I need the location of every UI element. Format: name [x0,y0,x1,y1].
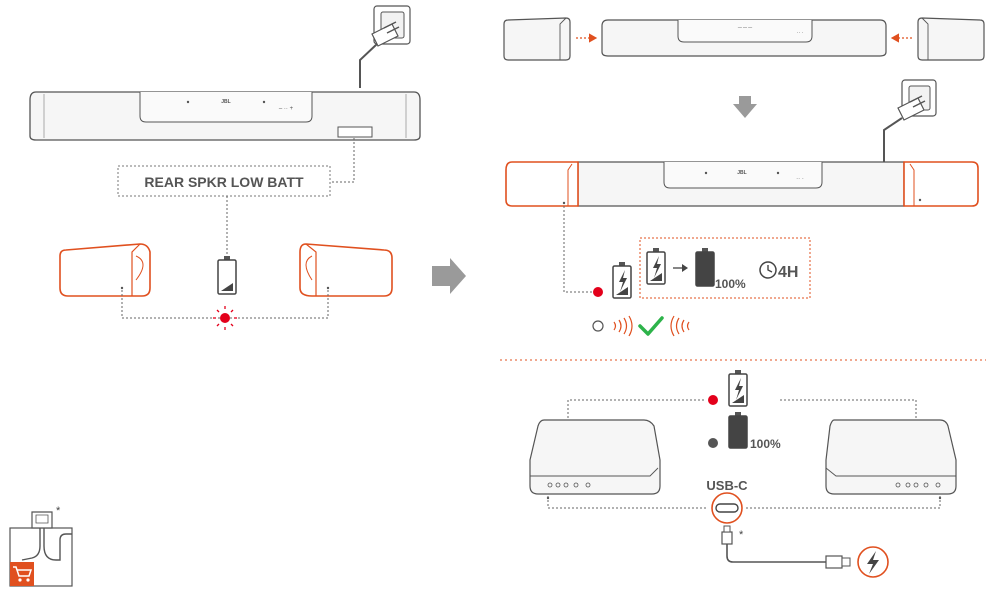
full-percent-bottom: 100% [750,437,781,451]
arrow-right-icon [673,264,688,272]
low-battery-icon [217,256,237,295]
led-off-icon [592,320,604,332]
down-arrow-icon [733,96,757,118]
full-battery-bottom-icon [728,412,748,449]
right-panel-bottom: 100% USB-C [529,370,957,578]
signal-waves-left-icon [613,315,633,337]
full-battery-icon [695,248,715,287]
soundbar-assembled: JBL ·· · [505,161,979,207]
usb-c-label: USB-C [706,478,748,493]
red-led-charging-icon [708,395,718,405]
gray-led-full-icon [708,438,718,448]
flashing-red-led-icon [213,306,237,330]
rear-speaker-left [59,243,151,297]
signal-waves-right-icon [670,315,690,337]
svg-text:·· ·: ·· · [796,176,804,182]
power-cable-right [883,117,903,162]
detached-speaker-left [503,17,571,61]
rear-speaker-right [299,243,393,297]
status-label-box: REAR SPKR LOW BATT [117,165,331,197]
rear-speaker-right-back [825,419,957,500]
svg-text:– ·· +: – ·· + [279,106,294,112]
power-source-icon [857,546,889,578]
soundbar-logo: JBL [221,99,230,105]
svg-text:·· ·: ·· · [797,30,804,36]
replacement-cable-box: * [9,505,73,587]
charge-info-box: 100% 4H [639,237,811,299]
soundbar-center-detached: — — — ·· · [601,19,887,57]
charging-battery-small-icon [646,248,666,285]
usb-c-port-icon[interactable] [711,492,743,524]
wall-socket [371,5,411,47]
next-step-arrow-icon [432,258,466,294]
charge-duration: 4H [778,264,798,281]
soundbar-display [337,126,373,138]
charging-battery-bottom-icon [728,370,748,407]
detached-speaker-right [917,17,985,61]
charging-battery-icon [612,262,632,299]
cable-footnote-mark: * [739,529,744,541]
full-percent-top: 100% [715,277,746,291]
right-panel-top: — — — ·· · JBL ·· · [503,17,985,337]
check-icon [638,316,664,336]
svg-text:— — —: — — — [738,24,752,29]
power-cable [359,43,378,88]
rear-speaker-left-back [529,419,661,500]
left-panel: JBL – ·· + REAR SPKR LOW BATT [9,5,421,587]
shopping-cart-icon [10,562,34,586]
shop-footnote-mark: * [56,505,61,517]
usb-cable: * [721,525,851,569]
clock-icon [759,261,777,279]
soundbar-logo-right: JBL [737,170,746,176]
soundbar: JBL – ·· + [29,91,421,141]
red-led-icon [593,287,603,297]
wall-socket-right [897,79,937,121]
status-label: REAR SPKR LOW BATT [144,174,304,190]
